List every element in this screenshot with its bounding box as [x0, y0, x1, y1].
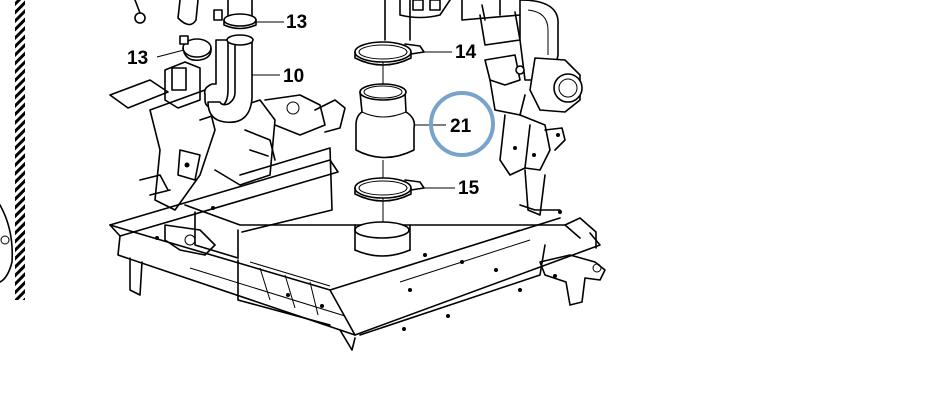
hose-10 — [203, 0, 254, 124]
callout-13-upper: 13 — [286, 12, 307, 33]
leader-lines — [156, 21, 455, 189]
callout-10: 10 — [283, 66, 304, 87]
leader-13-lower — [156, 49, 185, 58]
highlight-circle-21 — [429, 91, 495, 157]
hose-coupling-21 — [355, 83, 416, 159]
callout-15: 15 — [458, 178, 480, 199]
right-bracket — [519, 204, 606, 306]
frame-holes — [155, 206, 562, 331]
callout-21: 21 — [450, 116, 472, 137]
hatched-edge-strip — [0, 0, 25, 300]
callout-13-lower: 13 — [127, 48, 148, 69]
clamp-15 — [354, 177, 425, 202]
callout-14: 14 — [455, 42, 477, 63]
clamp-13-lower — [179, 35, 212, 62]
upper-pipe-stub — [384, 0, 411, 41]
right-pipe-assembly — [399, 0, 583, 216]
left-mechanism — [109, 61, 346, 256]
clamp-13-upper — [213, 9, 257, 30]
clamp-14 — [354, 41, 425, 66]
top-left-fittings — [134, 0, 199, 26]
chassis-frame — [109, 147, 601, 351]
